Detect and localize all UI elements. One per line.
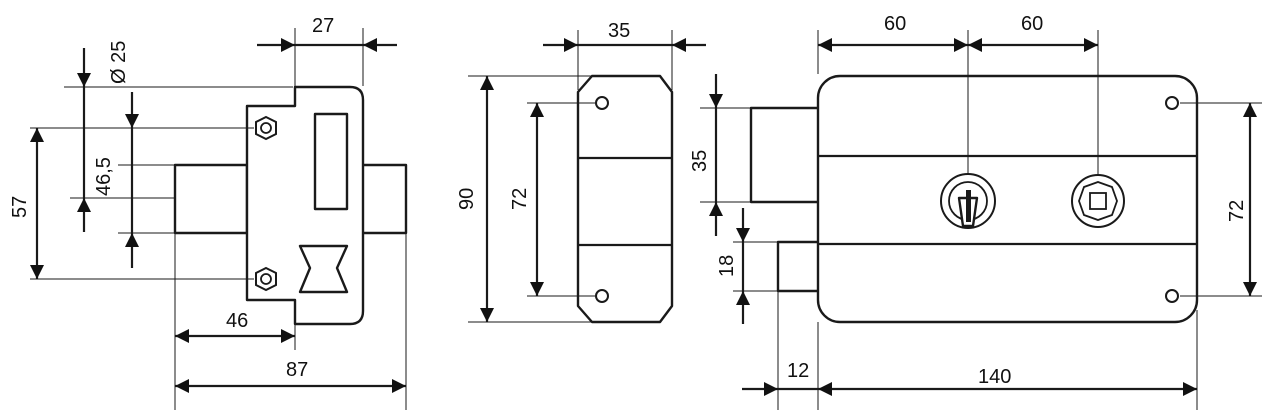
side-bolt-front xyxy=(360,163,408,235)
side-bolt-rear xyxy=(173,163,249,235)
end-view: 35 90 72 xyxy=(456,20,706,324)
label-diameter: Ø 25 xyxy=(108,41,130,84)
label-end-screw-spacing: 72 xyxy=(509,188,531,210)
label-bolt-height: 35 xyxy=(689,150,711,172)
label-overall-width: 87 xyxy=(286,359,308,381)
end-plate xyxy=(576,74,674,324)
front-latch xyxy=(776,240,824,293)
label-end-height: 90 xyxy=(456,188,478,210)
side-view: 27 Ø 25 46,5 57 46 87 xyxy=(9,15,408,410)
end-screw-top xyxy=(595,96,609,110)
front-screw-top xyxy=(1165,96,1179,110)
label-body-width: 140 xyxy=(978,366,1011,388)
side-latch-profile xyxy=(298,244,349,294)
label-latch-height: 18 xyxy=(716,255,738,277)
label-end-width: 35 xyxy=(608,20,630,42)
label-screw-spacing: 46,5 xyxy=(93,157,115,196)
label-bolt-throw: 46 xyxy=(226,310,248,332)
thumb-knob xyxy=(1071,174,1125,228)
label-top-width: 27 xyxy=(312,15,334,37)
front-view: 60 60 35 18 72 12 140 xyxy=(689,13,1262,410)
side-screw-top xyxy=(255,115,277,141)
label-right-spacing: 60 xyxy=(1021,13,1043,35)
label-front-screw-spacing: 72 xyxy=(1226,200,1248,222)
side-key-slot xyxy=(313,112,349,211)
front-lock-body xyxy=(816,74,1199,324)
front-screw-bottom xyxy=(1165,289,1179,303)
key-cylinder xyxy=(940,173,996,229)
label-left-spacing: 60 xyxy=(884,13,906,35)
front-bolt xyxy=(749,106,821,204)
end-screw-bottom xyxy=(595,289,609,303)
label-latch-projection: 12 xyxy=(787,360,809,382)
side-screw-bottom xyxy=(255,266,277,292)
label-height: 57 xyxy=(9,196,31,218)
